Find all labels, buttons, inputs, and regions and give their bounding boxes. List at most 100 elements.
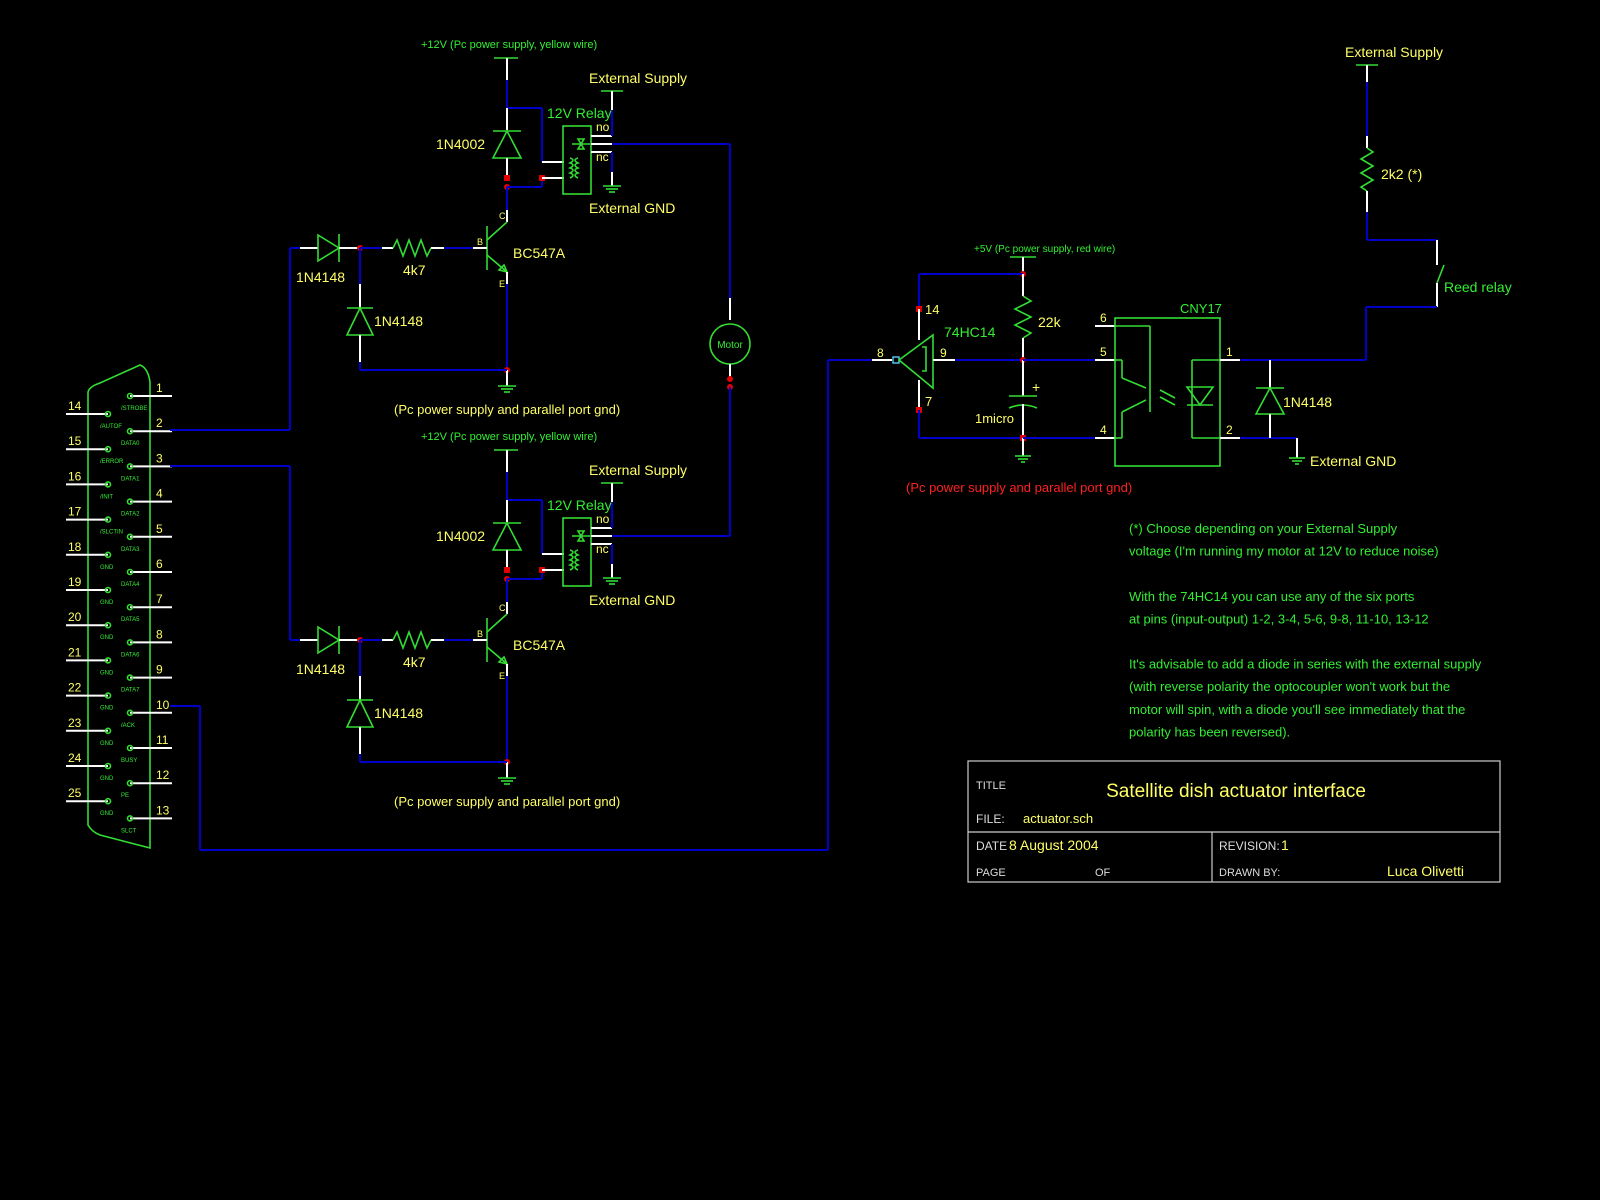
- relay-driver-2: [290, 449, 730, 785]
- pin-contact: [126, 603, 134, 611]
- pin-number: 8: [156, 627, 163, 641]
- pin-number: 4: [156, 487, 163, 501]
- supply-12v-label-1: +12V (Pc power supply, yellow wire): [421, 39, 597, 51]
- gnd-label-sensor: (Pc power supply and parallel port gnd): [906, 480, 1132, 495]
- pin-signal: /STROBE: [121, 406, 147, 412]
- opto-diode-label: 1N4148: [1283, 394, 1332, 410]
- note-line: It's advisable to add a diode in series …: [1129, 657, 1482, 672]
- pin-number: 7: [156, 592, 163, 606]
- pin-signal: GND: [100, 565, 114, 571]
- resistor-22k-symbol: [1013, 295, 1033, 339]
- pin-e-label-1: E: [499, 279, 505, 289]
- diode-1n4002-label-1: 1N4002: [436, 136, 485, 152]
- ext-supply-label-sensor: External Supply: [1345, 44, 1443, 60]
- pin-number: 23: [68, 716, 82, 730]
- pin-contact: [126, 674, 134, 681]
- pin-contact: [104, 445, 112, 453]
- pin-number: 10: [156, 698, 170, 712]
- pin-number: 21: [68, 645, 82, 659]
- pin-signal: /AUTOF: [100, 424, 122, 430]
- db25-pin-10[interactable]: 10/ACK: [121, 698, 172, 729]
- pin-contact: [104, 797, 112, 805]
- opto-pin-5: 5: [1100, 345, 1107, 359]
- db25-pin-16[interactable]: 16/INIT: [66, 469, 113, 500]
- diode-1n4148-opto-symbol: [1254, 386, 1286, 415]
- pin-number: 11: [156, 733, 169, 747]
- of-field-label: OF: [1095, 867, 1111, 879]
- note-line: (*) Choose depending on your External Su…: [1129, 521, 1398, 536]
- pin-signal: DATA0: [121, 441, 140, 447]
- reed-relay-symbol: [1436, 264, 1445, 284]
- pin-number: 17: [68, 505, 82, 519]
- drawing-title: Satellite dish actuator interface: [1106, 781, 1366, 802]
- ext-gnd-label-1: External GND: [589, 200, 675, 216]
- clamp-diode-label-2: 1N4148: [374, 705, 423, 721]
- relay-nc-label-2: nc: [596, 542, 609, 556]
- gate-vcc-pin-label: 14: [925, 302, 939, 317]
- transistor-bc547a-symbol: [486, 221, 509, 274]
- sensor-input: [872, 64, 1445, 467]
- pin-signal: GND: [100, 811, 114, 817]
- relay-driver-1: [170, 57, 730, 431]
- pin-signal: BUSY: [121, 758, 137, 764]
- db25-connector[interactable]: 1/STROBE2DATA03DATA14DATA25DATA36DATA47D…: [66, 364, 172, 850]
- pin-c-label-2: C: [499, 603, 506, 613]
- pin-number: 15: [68, 434, 82, 448]
- pin-number: 18: [68, 540, 82, 554]
- supply-5v-label: +5V (Pc power supply, red wire): [974, 244, 1115, 255]
- revision-field-label: REVISION:: [1219, 839, 1280, 853]
- pin-contact: [126, 427, 134, 435]
- db25-shell: [87, 364, 151, 850]
- db25-pin-17[interactable]: 17/SLCTIN: [66, 505, 123, 536]
- ground-symbol: [603, 185, 621, 193]
- pin-number: 22: [68, 681, 82, 695]
- pin-contact: [104, 410, 112, 418]
- pin-contact: [126, 463, 134, 470]
- pin-contact: [126, 744, 134, 752]
- cap-label: 1micro: [975, 411, 1014, 426]
- pin-signal: DATA5: [121, 617, 140, 623]
- pin-number: 14: [68, 399, 82, 413]
- pin-contact: [104, 516, 112, 523]
- db25-pin-15[interactable]: 15/ERROR: [66, 434, 124, 465]
- pin-signal: GND: [100, 741, 114, 747]
- pin-b-label-1: B: [477, 237, 483, 247]
- title-block: [967, 760, 1501, 883]
- transistor-label-1: BC547A: [513, 245, 566, 261]
- pin-contact: [126, 533, 134, 541]
- relay-label-2: 12V Relay: [547, 497, 612, 513]
- pullup-label: 22k: [1038, 314, 1062, 330]
- opto-pin-6: 6: [1100, 311, 1107, 325]
- gate-in-pin-label: 8: [877, 346, 884, 360]
- pin-contact: [126, 498, 134, 505]
- file-value: actuator.sch: [1023, 811, 1093, 826]
- db25-pin-14[interactable]: 14/AUTOF: [66, 399, 122, 430]
- gnd-label-1: (Pc power supply and parallel port gnd): [394, 402, 620, 417]
- pin-number: 2: [156, 416, 163, 430]
- diode-1n4002-label-2: 1N4002: [436, 528, 485, 544]
- pin-number: 9: [156, 663, 163, 677]
- pin-signal: SLCT: [121, 828, 137, 834]
- db25-pin-1[interactable]: 1/STROBE: [121, 381, 172, 412]
- transistor-label-2: BC547A: [513, 637, 566, 653]
